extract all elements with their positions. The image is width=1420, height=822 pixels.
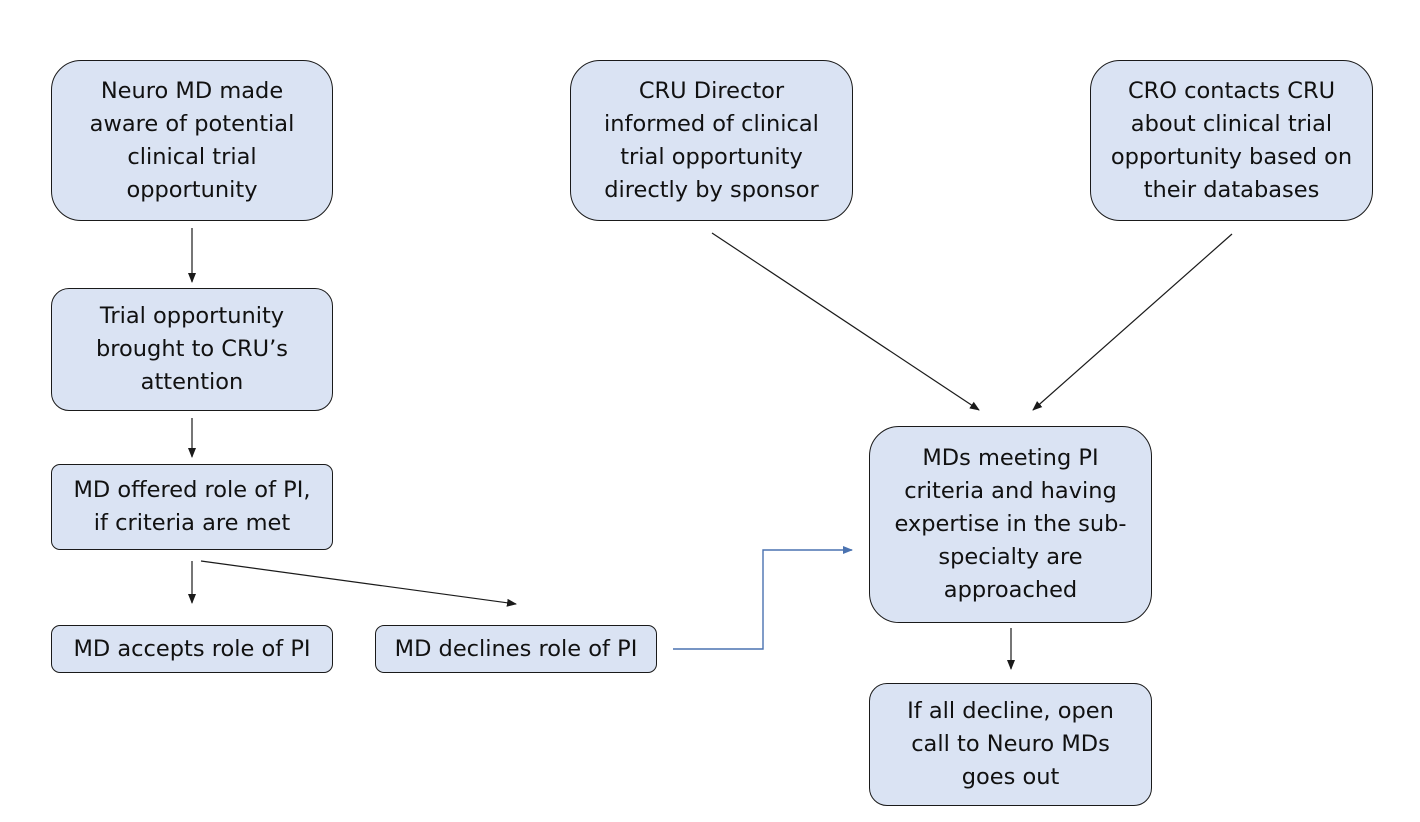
node-md-declines: MD declines role of PI <box>375 625 657 673</box>
arrow-cru-director-to-approached <box>711 232 980 411</box>
node-md-offered-pi: MD offered role of PI, if criteria are m… <box>51 464 333 550</box>
node-md-accepts: MD accepts role of PI <box>51 625 333 673</box>
arrow-offered-to-declines <box>200 560 517 607</box>
node-cru-director: CRU Director informed of clinical trial … <box>570 60 853 221</box>
node-open-call: If all decline, open call to Neuro MDs g… <box>869 683 1152 806</box>
node-trial-to-cru: Trial opportunity brought to CRU’s atten… <box>51 288 333 411</box>
arrow-cro-to-approached <box>1032 233 1233 411</box>
node-neuro-md-aware: Neuro MD made aware of potential clinica… <box>51 60 333 221</box>
node-cro-contacts: CRO contacts CRU about clinical trial op… <box>1090 60 1373 221</box>
node-mds-approached: MDs meeting PI criteria and having exper… <box>869 426 1152 623</box>
arrow-declines-to-approached <box>673 546 853 650</box>
